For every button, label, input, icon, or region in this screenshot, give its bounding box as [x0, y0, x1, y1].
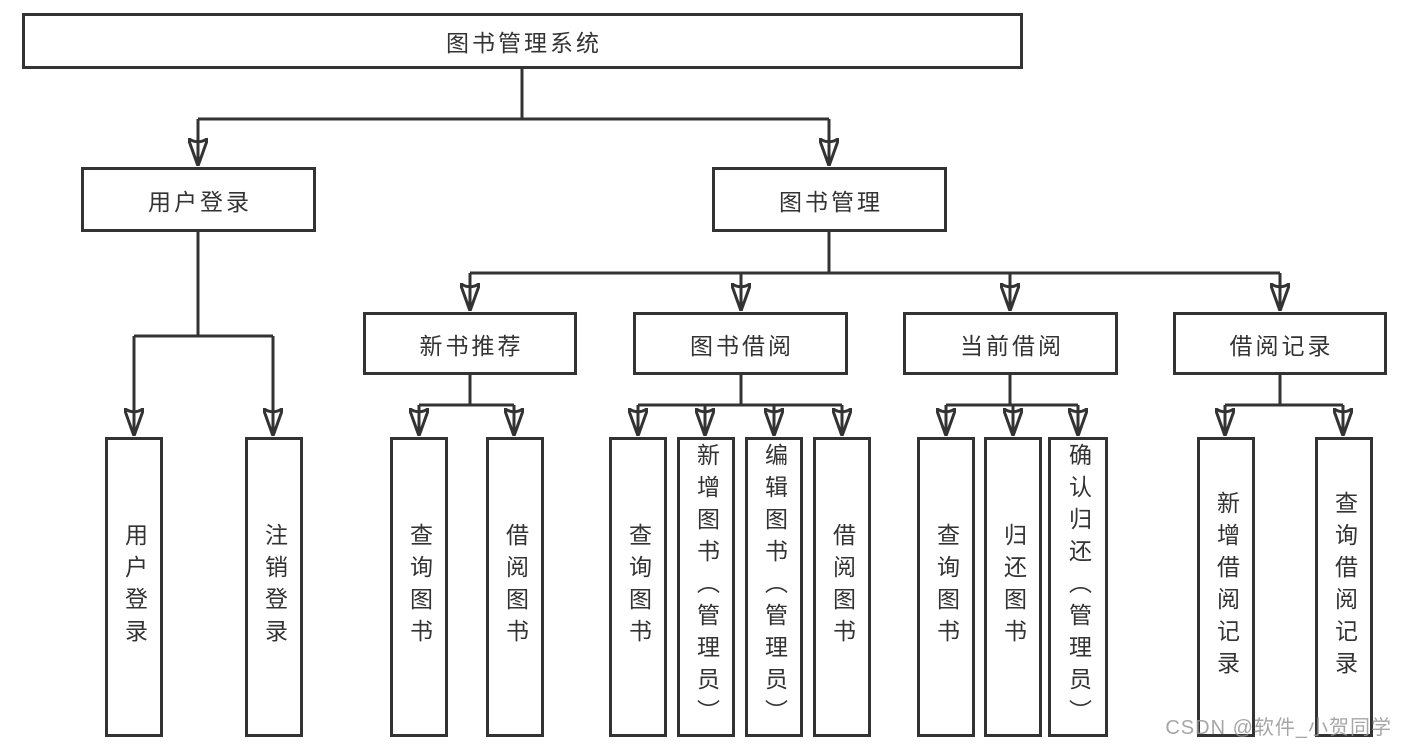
- node-user-login-label: 用户登录: [148, 188, 252, 215]
- leaf-query-borrow-record-label: 查询借阅记录: [1331, 491, 1358, 683]
- node-user-login: 用户登录: [81, 167, 316, 232]
- node-borrow-records-label: 借阅记录: [1229, 332, 1334, 359]
- leaf-borrow-books-borrowing: 借阅图书: [813, 437, 871, 737]
- node-library-system: 图书管理系统: [22, 13, 1023, 69]
- leaf-add-borrow-record-label: 新增借阅记录: [1213, 491, 1240, 683]
- node-book-management-label: 图书管理: [779, 188, 883, 215]
- leaf-edit-book-admin: 编辑图书（管理员）: [745, 437, 803, 737]
- leaf-add-book-admin-label: 新增图书（管理员）: [693, 443, 720, 731]
- node-current-borrowing: 当前借阅: [903, 312, 1118, 375]
- node-library-system-label: 图书管理系统: [446, 30, 602, 56]
- leaf-borrow-books-recommend-label: 借阅图书: [502, 523, 529, 651]
- leaf-query-books-current-label: 查询图书: [933, 523, 960, 651]
- leaf-add-borrow-record: 新增借阅记录: [1197, 437, 1255, 737]
- leaf-user-login: 用户登录: [105, 437, 163, 737]
- leaf-logout: 注销登录: [245, 437, 303, 737]
- leaf-confirm-return-admin-label: 确认归还（管理员）: [1065, 443, 1092, 731]
- leaf-query-borrow-record: 查询借阅记录: [1315, 437, 1373, 737]
- node-borrow-records: 借阅记录: [1173, 312, 1387, 375]
- leaf-query-books-borrowing: 查询图书: [609, 437, 667, 737]
- node-book-management: 图书管理: [712, 167, 947, 232]
- leaf-query-books-recommend: 查询图书: [390, 437, 448, 737]
- leaf-return-book: 归还图书: [984, 437, 1042, 737]
- leaf-return-book-label: 归还图书: [1000, 523, 1027, 651]
- leaf-borrow-books-borrowing-label: 借阅图书: [829, 523, 856, 651]
- leaf-edit-book-admin-label: 编辑图书（管理员）: [761, 443, 788, 731]
- node-new-book-recommend: 新书推荐: [363, 312, 577, 375]
- node-current-borrowing-label: 当前借阅: [960, 332, 1064, 359]
- csdn-watermark: CSDN @软件_小贺同学: [1165, 717, 1392, 739]
- leaf-user-login-label: 用户登录: [121, 523, 148, 651]
- leaf-add-book-admin: 新增图书（管理员）: [677, 437, 735, 737]
- leaf-query-books-current: 查询图书: [917, 437, 975, 737]
- leaf-confirm-return-admin: 确认归还（管理员）: [1048, 437, 1108, 737]
- leaf-query-books-recommend-label: 查询图书: [406, 523, 433, 651]
- node-book-borrowing: 图书借阅: [633, 312, 848, 375]
- node-book-borrowing-label: 图书借阅: [690, 332, 794, 359]
- leaf-logout-label: 注销登录: [261, 523, 288, 651]
- leaf-borrow-books-recommend: 借阅图书: [486, 437, 544, 737]
- leaf-query-books-borrowing-label: 查询图书: [625, 523, 652, 651]
- node-new-book-recommend-label: 新书推荐: [419, 332, 524, 359]
